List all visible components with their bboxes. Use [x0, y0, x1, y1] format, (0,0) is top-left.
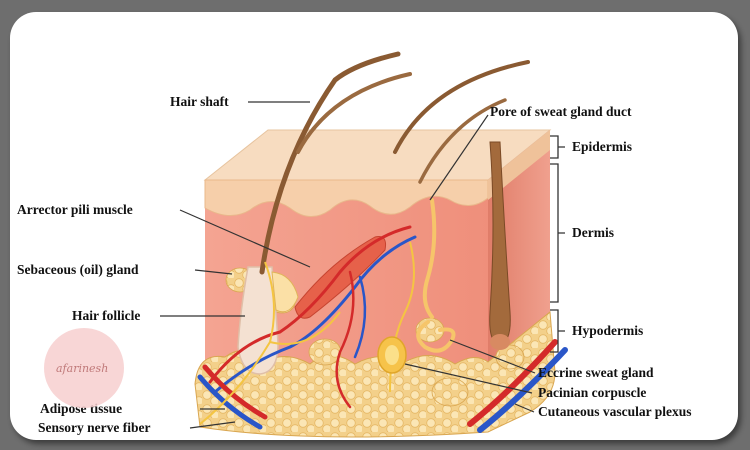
hypodermis-bracket — [550, 309, 565, 353]
label-hair-shaft: Hair shaft — [170, 94, 229, 109]
blood-vessels — [197, 225, 568, 433]
label-adipose: Adipose tissue — [40, 401, 122, 416]
watermark-text: afarinesh — [56, 362, 108, 375]
watermark-logo: afarinesh — [44, 328, 124, 408]
vascular-plexus-vein — [477, 347, 568, 433]
layer-brackets — [550, 135, 565, 353]
skin-diagram: Hair shaft Pore of sweat gland duct Epid… — [17, 51, 692, 438]
hair-shaft-4 — [418, 98, 507, 184]
label-pacinian: Pacinian corpuscle — [538, 385, 646, 400]
sebaceous-gland — [271, 271, 299, 313]
sweat-duct — [422, 198, 437, 319]
label-vascular: Cutaneous vascular plexus — [538, 404, 692, 419]
diagram-frame: Hair shaft Pore of sweat gland duct Epid… — [10, 12, 738, 440]
epidermis-band — [204, 179, 489, 217]
label-arrector: Arrector pili muscle — [17, 202, 133, 217]
label-dermis: Dermis — [572, 225, 614, 240]
label-hair-follicle: Hair follicle — [72, 308, 140, 323]
label-hypodermis: Hypodermis — [572, 323, 643, 338]
dermis-bracket — [550, 163, 565, 303]
hair-shaft-3 — [393, 60, 530, 154]
hair-papilla-right — [490, 334, 510, 350]
eccrine-gland-group — [416, 198, 456, 353]
eccrine-coil — [416, 320, 456, 353]
leader-lines — [160, 101, 536, 429]
vascular-plexus-artery — [467, 339, 558, 427]
hair-follicle-group — [237, 51, 530, 375]
labels: Hair shaft Pore of sweat gland duct Epid… — [17, 94, 692, 435]
hair-shaft-2 — [296, 72, 412, 154]
hair-shaft-1 — [259, 51, 401, 275]
epidermis-bracket — [550, 135, 565, 159]
label-pore: Pore of sweat gland duct — [490, 104, 632, 119]
label-epidermis: Epidermis — [572, 139, 632, 154]
label-eccrine: Eccrine sweat gland — [538, 365, 654, 380]
label-sebaceous: Sebaceous (oil) gland — [17, 262, 139, 277]
epidermis-side — [488, 130, 550, 200]
label-sensory: Sensory nerve fiber — [38, 420, 150, 435]
